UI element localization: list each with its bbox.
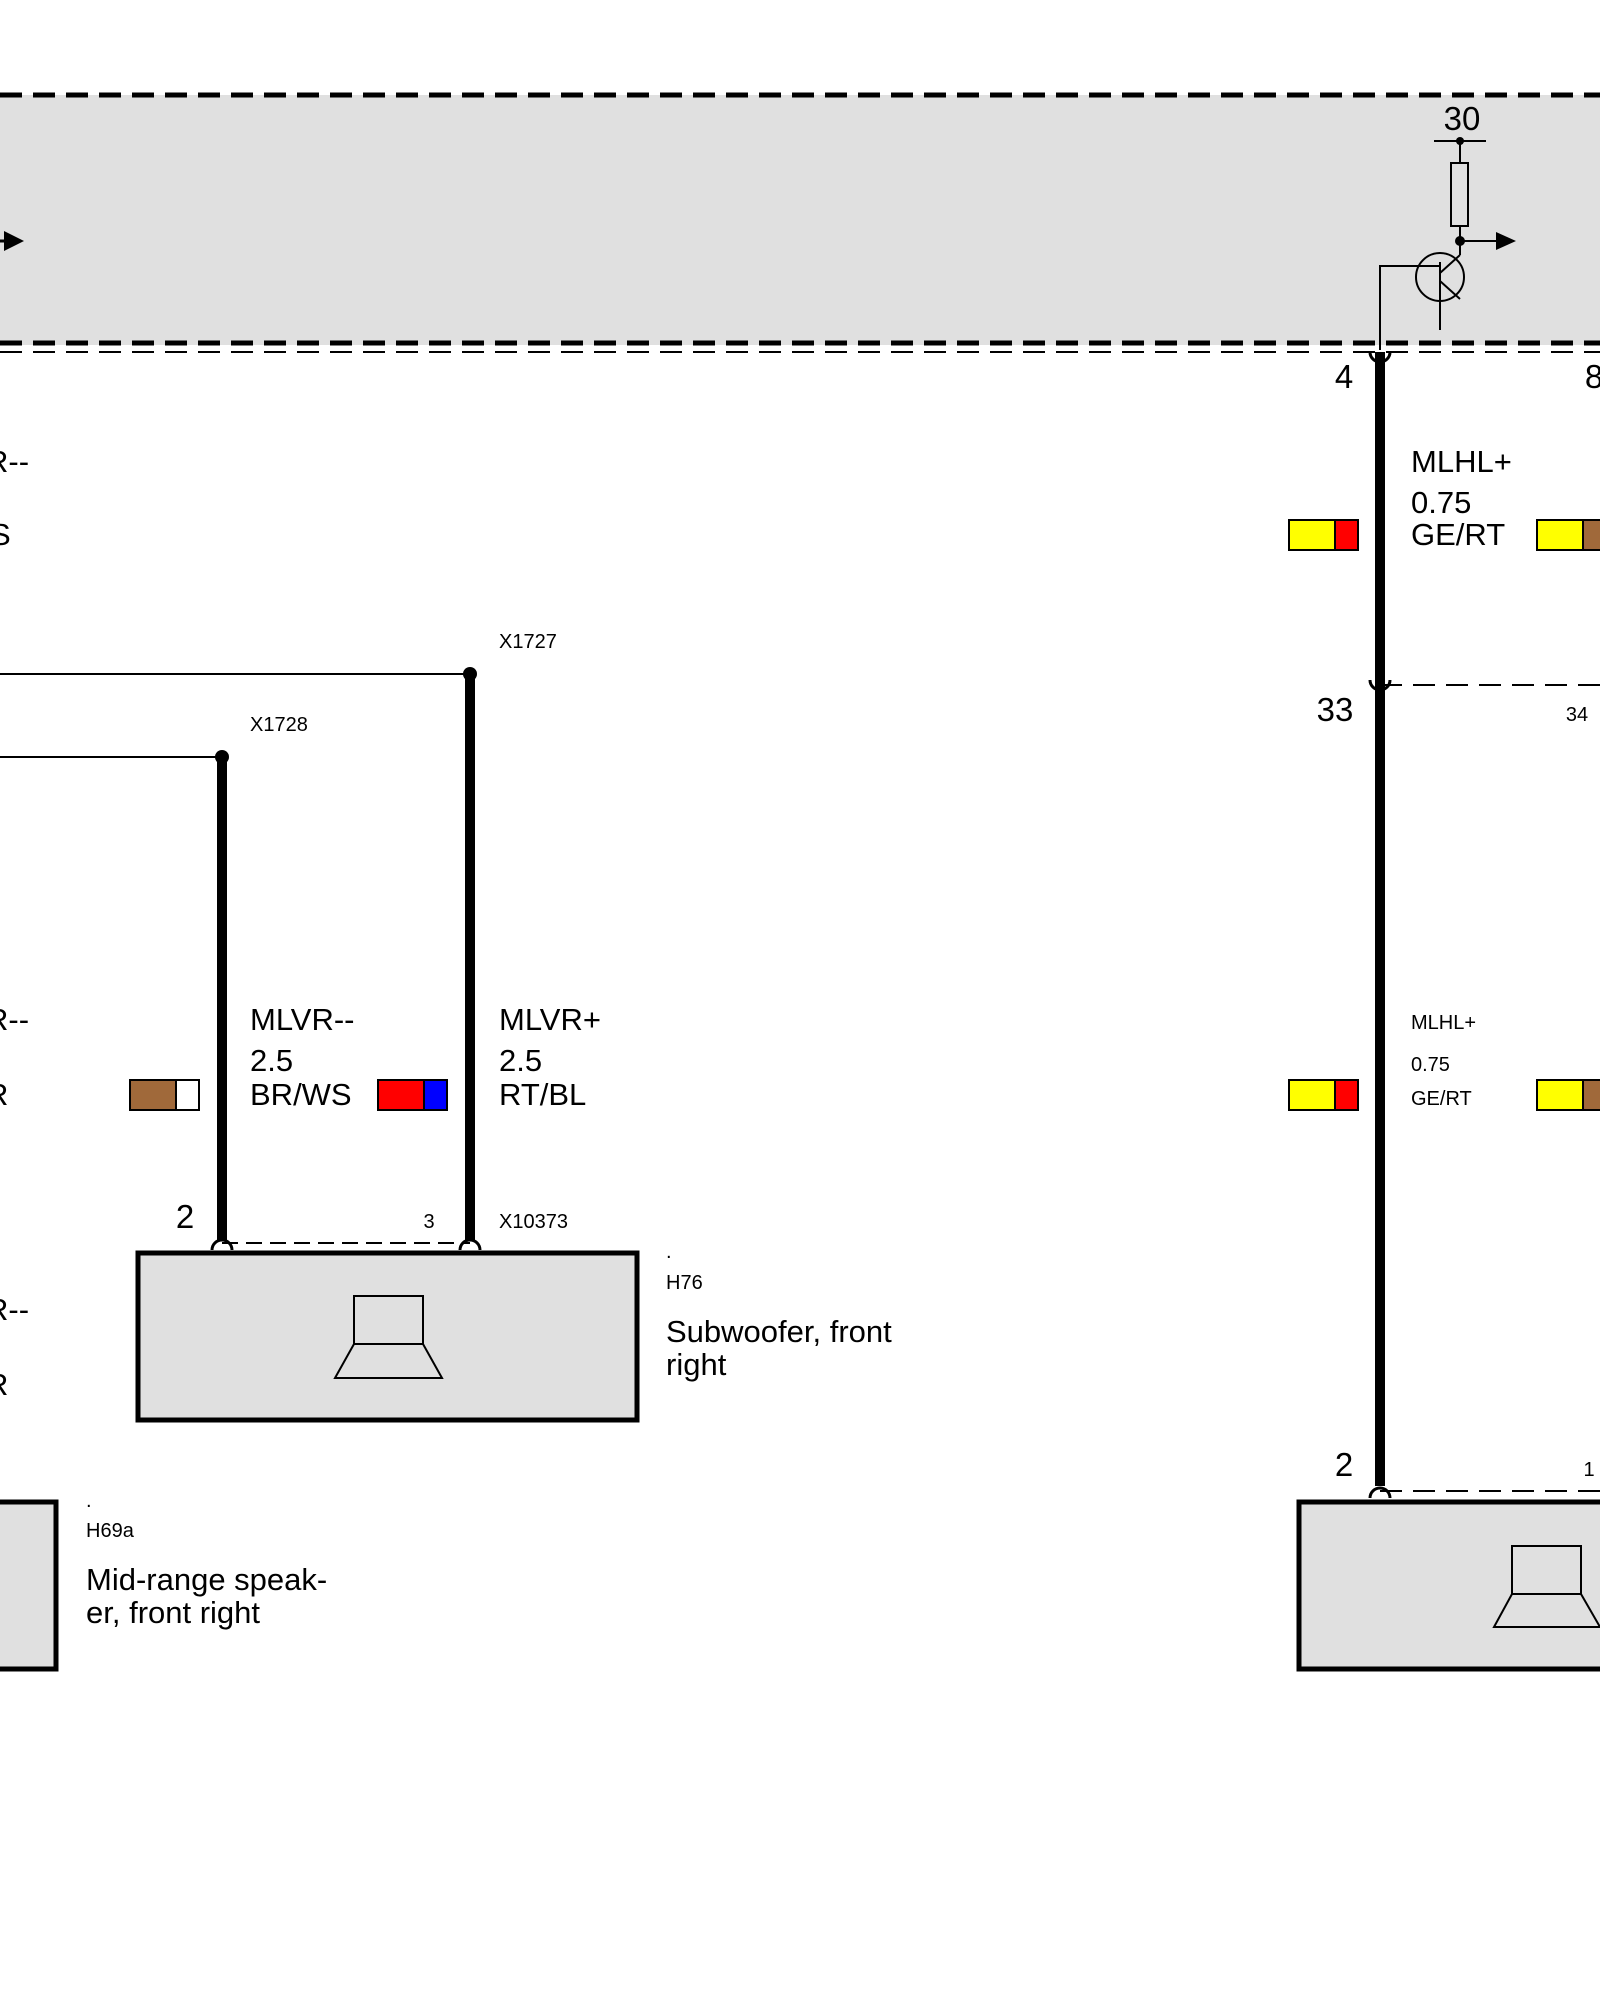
speaker-icon xyxy=(333,1295,444,1379)
h76-dot: . xyxy=(666,1241,672,1263)
connector-33-34 xyxy=(1368,679,1600,692)
right-pin-2-label: 2 xyxy=(1335,1446,1353,1483)
left-wire-color-top: S xyxy=(0,517,11,552)
mlhl-plus-lower-color-swatch xyxy=(1288,1079,1359,1111)
h76-id: H76 xyxy=(666,1272,703,1294)
pin-4-label: 4 xyxy=(1335,358,1353,395)
mlvr-plus-color-code: RT/BL xyxy=(499,1077,586,1112)
right-edge-color-swatch-upper xyxy=(1536,519,1600,551)
h69a-id: H69a xyxy=(86,1520,135,1542)
h69a-dot: . xyxy=(86,1490,92,1512)
h76-pin-2-label: 2 xyxy=(176,1198,194,1235)
mlhl-plus-upper-color-swatch xyxy=(1288,519,1359,551)
right-speaker-connector xyxy=(1368,1486,1600,1499)
h69a-label-line1: Mid-range speak- xyxy=(86,1562,327,1597)
left-wire-name-mid: R-- xyxy=(0,1002,29,1037)
mlvr-minus-name: MLVR-- xyxy=(250,1002,354,1037)
mlvr-plus-color-swatch xyxy=(377,1079,448,1111)
mlhl-plus-lower-name: MLHL+ xyxy=(1411,1012,1476,1034)
midrange-speaker-h69a xyxy=(0,1499,59,1672)
mlvr-minus-color-swatch xyxy=(129,1079,200,1111)
connector-x1728-label: X1728 xyxy=(250,714,308,736)
left-wire-name-low: R-- xyxy=(0,1292,29,1327)
mlvr-plus-name: MLVR+ xyxy=(499,1002,601,1037)
subwoofer-h76 xyxy=(135,1250,640,1423)
connector-x10373 xyxy=(210,1238,482,1251)
left-wire-color-low: R xyxy=(0,1367,8,1402)
h76-label-line2: right xyxy=(666,1347,727,1382)
mlhl-plus-lower-color-code: GE/RT xyxy=(1411,1088,1472,1110)
right-pin-1-label: 1 xyxy=(1583,1459,1594,1481)
mlhl-plus-upper-color-code: GE/RT xyxy=(1411,517,1505,552)
pin-8-label: 8 xyxy=(1585,358,1600,395)
connector-x10373-label: X10373 xyxy=(499,1211,568,1233)
mlvr-plus-gauge: 2.5 xyxy=(499,1043,542,1078)
left-wire-name-top: R-- xyxy=(0,444,29,479)
terminal-30-label: 30 xyxy=(1444,100,1481,137)
mlvr-minus-gauge: 2.5 xyxy=(250,1043,293,1078)
h76-label-line1: Subwoofer, front xyxy=(666,1314,892,1349)
control-unit-module xyxy=(0,92,1600,353)
left-wire-color-mid: R xyxy=(0,1077,8,1112)
left-partial-labels: R-- S R-- R R-- R xyxy=(0,444,29,1402)
speaker-icon xyxy=(1492,1545,1600,1628)
right-edge-color-swatch-lower xyxy=(1536,1079,1600,1111)
mlhl-plus-upper-gauge: 0.75 xyxy=(1411,485,1471,520)
output-arrow-left xyxy=(0,231,24,251)
transistor-stage: 30 xyxy=(1379,100,1516,350)
pin-34-label: 34 xyxy=(1566,704,1588,726)
right-speaker-box xyxy=(1296,1499,1600,1672)
mlhl-plus-upper-name: MLHL+ xyxy=(1411,444,1512,479)
h69a-label-line2: er, front right xyxy=(86,1595,260,1630)
connector-x1727-label: X1727 xyxy=(499,631,557,653)
mlvr-minus-color-code: BR/WS xyxy=(250,1077,352,1112)
h76-pin-3-label: 3 xyxy=(423,1211,434,1233)
pin-33-label: 33 xyxy=(1317,691,1354,728)
output-arrow-right xyxy=(1496,232,1516,250)
splice-lines xyxy=(0,667,477,764)
mlhl-plus-lower-gauge: 0.75 xyxy=(1411,1054,1450,1076)
